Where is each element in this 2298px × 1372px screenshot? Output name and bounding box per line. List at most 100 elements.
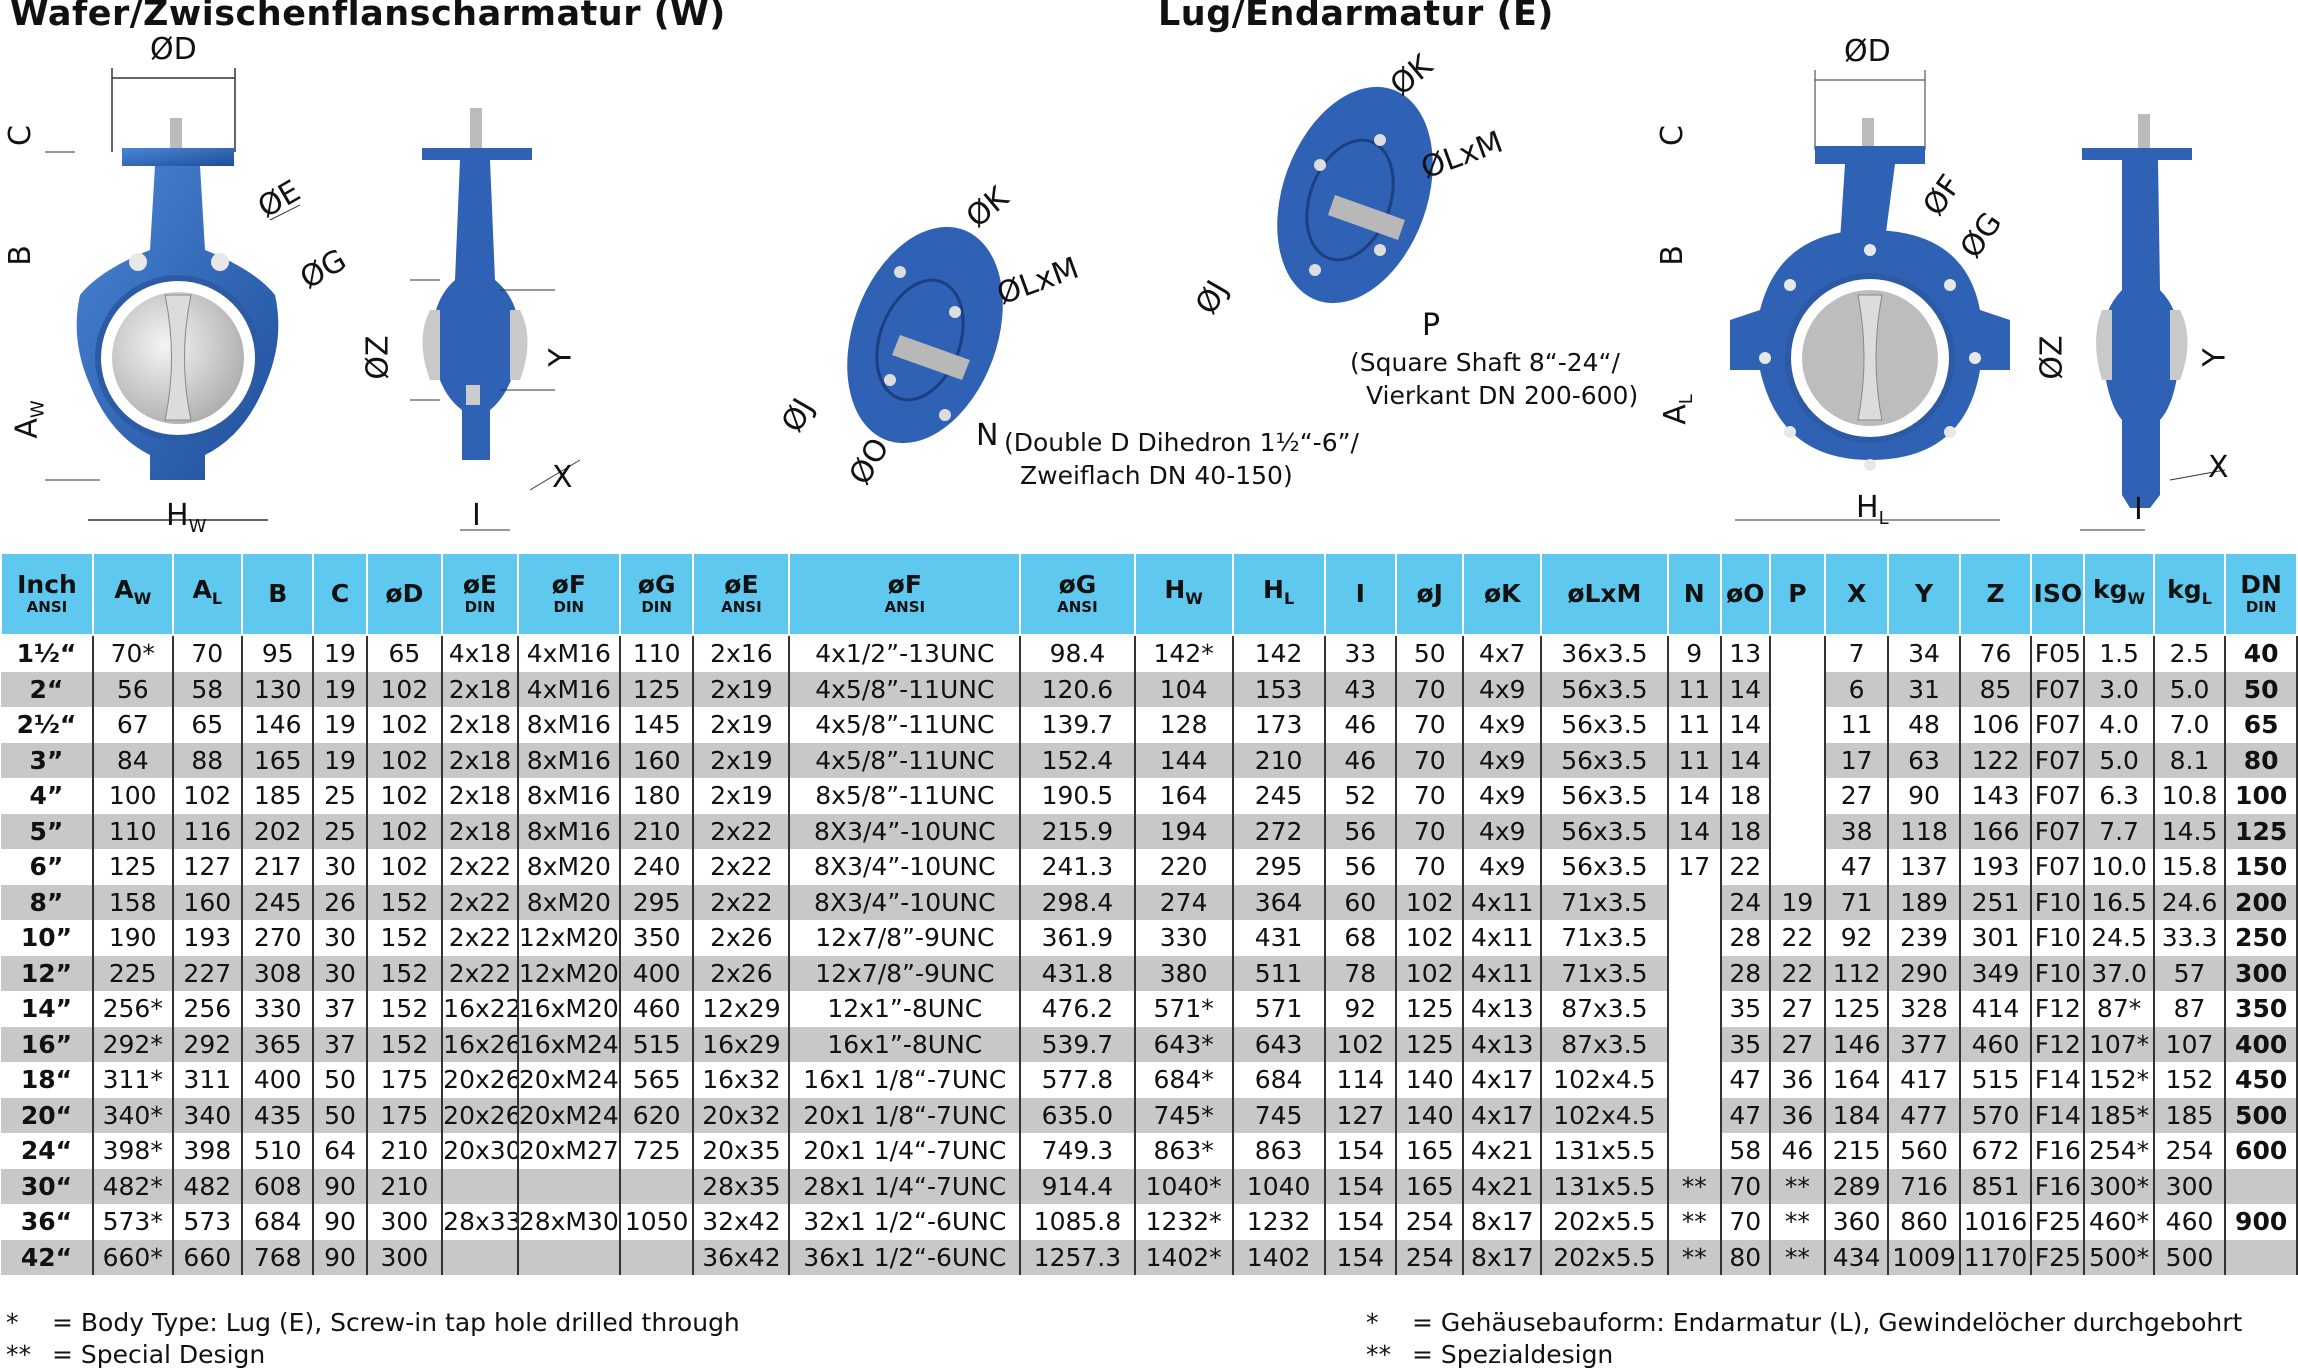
- table-cell: 914.4: [1020, 1168, 1136, 1204]
- table-cell: 292: [172, 1026, 244, 1062]
- table-cell: 349: [1959, 955, 2033, 991]
- table-cell: 400: [242, 1062, 315, 1098]
- table-cell: 20xM27: [517, 1133, 621, 1169]
- table-cell: [442, 1239, 519, 1275]
- table-cell: 400: [619, 955, 695, 991]
- table-cell: 130: [242, 671, 315, 707]
- table-cell: 14: [1667, 813, 1722, 849]
- table-cell: F07: [2031, 849, 2086, 885]
- header-cell: N: [1666, 552, 1722, 636]
- table-cell: [442, 1168, 519, 1204]
- table-cell: 431: [1232, 920, 1326, 956]
- table-cell: 35: [1720, 991, 1771, 1027]
- table-cell: **: [1667, 1204, 1722, 1240]
- table-cell: 70: [172, 635, 244, 672]
- table-cell: F10: [2031, 884, 2086, 920]
- table-cell: 8xM20: [517, 849, 621, 885]
- table-cell: 164: [1134, 778, 1234, 814]
- flange-square-drawing: [1277, 86, 1433, 304]
- table-cell: 36: [1769, 1097, 1826, 1133]
- table-cell: 272: [1232, 813, 1326, 849]
- table-cell: 539.7: [1020, 1026, 1136, 1062]
- table-cell: 511: [1232, 955, 1326, 991]
- table-cell: 19: [313, 707, 368, 743]
- table-cell: 608: [242, 1168, 315, 1204]
- table-cell: 37: [313, 991, 368, 1027]
- table-cell: 5”: [1, 813, 94, 849]
- table-cell: 716: [1888, 1168, 1961, 1204]
- table-cell: 70: [1720, 1204, 1771, 1240]
- table-cell: 256: [172, 991, 244, 1027]
- table-cell: 46: [1769, 1133, 1826, 1169]
- table-cell: 4x21: [1463, 1168, 1543, 1204]
- table-cell: 565: [619, 1062, 695, 1098]
- table-cell: 11: [1667, 707, 1722, 743]
- table-cell: 295: [1232, 849, 1326, 885]
- table-cell: 56: [92, 671, 174, 707]
- table-cell: 40: [2225, 635, 2298, 672]
- table-cell: 71x3.5: [1541, 884, 1669, 920]
- table-cell: 2.5: [2153, 635, 2227, 672]
- table-cell: 118: [1888, 813, 1961, 849]
- table-cell: 435: [242, 1097, 315, 1133]
- table-cell: 50: [2225, 671, 2298, 707]
- table-cell: 154: [1324, 1133, 1398, 1169]
- table-cell: [619, 1168, 695, 1204]
- table-cell: 7: [1824, 635, 1890, 672]
- table-cell: 102: [172, 778, 244, 814]
- footnote-en-2: **= Special Design: [6, 1340, 266, 1369]
- table-cell: 250: [2225, 920, 2298, 956]
- table-cell: 153: [1232, 671, 1326, 707]
- table-cell: 56: [1324, 849, 1398, 885]
- table-cell: 301: [1959, 920, 2033, 956]
- table-cell: 131x5.5: [1541, 1168, 1669, 1204]
- table-cell: 17: [1667, 849, 1722, 885]
- table-cell: [619, 1239, 695, 1275]
- table-cell: 100: [2225, 778, 2298, 814]
- table-cell: 225: [92, 955, 174, 991]
- table-cell: 125: [92, 849, 174, 885]
- wafer-title: Wafer/Zwischenflanscharmatur (W): [10, 0, 726, 34]
- table-cell: 1402*: [1134, 1239, 1234, 1275]
- table-cell: 28: [1720, 920, 1771, 956]
- table-cell: 52: [1324, 778, 1398, 814]
- table-cell: 92: [1324, 991, 1398, 1027]
- header-cell: øD: [365, 552, 444, 636]
- table-cell: 295: [619, 884, 695, 920]
- table-cell: 16x32: [693, 1062, 791, 1098]
- table-cell: 210: [366, 1133, 444, 1169]
- table-cell: F05: [2031, 635, 2086, 672]
- table-cell: 65: [172, 707, 244, 743]
- table-cell: 70*: [92, 635, 174, 672]
- header-cell: kgL: [2152, 552, 2227, 636]
- table-cell: 515: [1959, 1062, 2033, 1098]
- table-cell: 477: [1888, 1097, 1961, 1133]
- table-cell: 42“: [1, 1239, 94, 1275]
- table-cell: 65: [2225, 707, 2298, 743]
- table-cell: 60: [1324, 884, 1398, 920]
- table-cell: 50: [1396, 635, 1465, 672]
- lug-title: Lug/Endarmatur (E): [1158, 0, 1554, 34]
- table-cell: 2x19: [693, 707, 791, 743]
- table-cell: [517, 1168, 621, 1204]
- table-cell: 70: [1396, 671, 1465, 707]
- table-cell: 2x22: [442, 884, 519, 920]
- table-cell: 32x1 1/2“-6UNC: [789, 1204, 1022, 1240]
- table-cell: **: [1769, 1168, 1826, 1204]
- header-cell: ISO: [2030, 552, 2086, 636]
- table-cell: 193: [172, 920, 244, 956]
- table-cell: 24.5: [2084, 920, 2155, 956]
- table-cell: 14: [1720, 707, 1771, 743]
- label-Y: Y: [543, 348, 579, 367]
- table-cell: 102: [1396, 955, 1465, 991]
- footnote-en-1: *= Body Type: Lug (E), Screw-in tap hole…: [6, 1308, 740, 1337]
- table-cell: 175: [366, 1097, 444, 1133]
